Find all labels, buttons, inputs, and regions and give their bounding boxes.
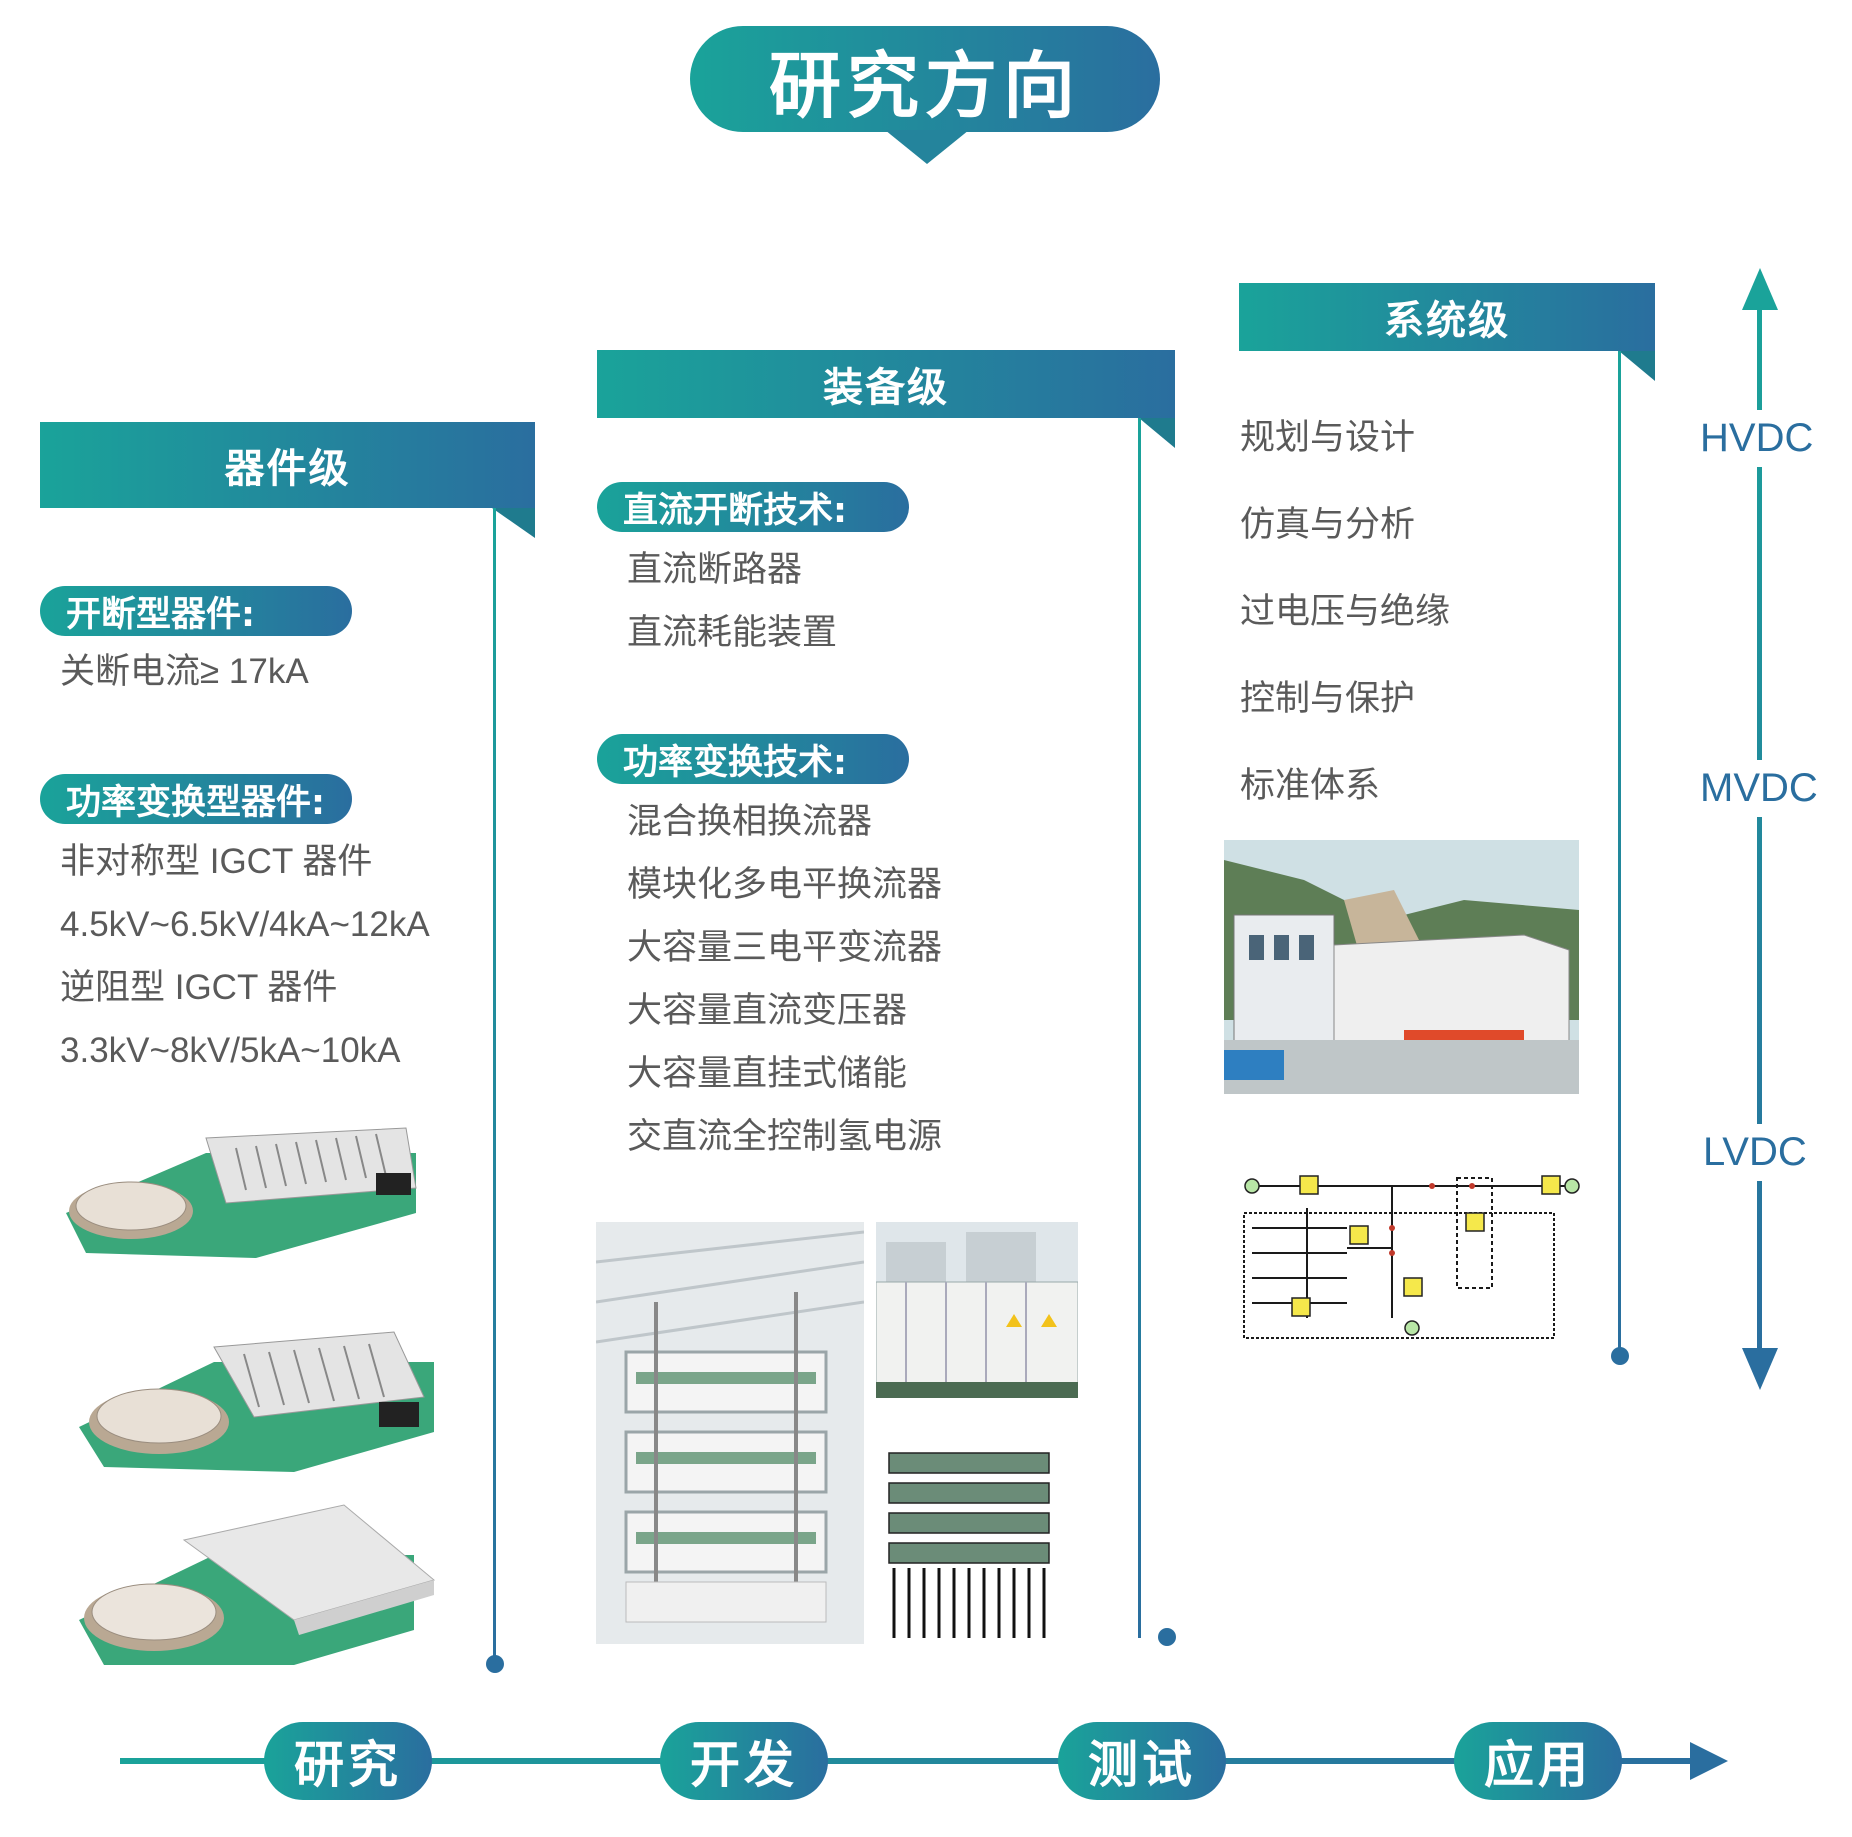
device-breaking-item-0: 关断电流≥ 17kA (60, 652, 309, 691)
stage-flow-line (120, 1758, 1710, 1764)
equipment-conversion-item-4: 大容量直挂式储能 (627, 1054, 908, 1093)
system-single-line-diagram (1232, 1158, 1584, 1353)
system-item-2: 过电压与绝缘 (1240, 592, 1451, 632)
stage-flow-arrow (1690, 1742, 1728, 1780)
pill-dc-breaking: 直流开断技术: (597, 482, 909, 532)
equipment-conversion-item-3: 大容量直流变压器 (627, 991, 908, 1030)
stage-development: 开发 (660, 1722, 828, 1800)
axis-label-hvdc: HVDC (1700, 410, 1814, 467)
equipment-conversion-item-1: 模块化多电平换流器 (627, 865, 943, 904)
converter-valve-photo (596, 1222, 864, 1644)
voltage-axis-up-arrow (1742, 268, 1778, 310)
voltage-axis-line (1757, 300, 1762, 1360)
igct-device-image-2 (79, 1331, 434, 1472)
pill-power-conversion-device: 功率变换型器件: (40, 774, 352, 824)
stage-testing: 测试 (1058, 1722, 1226, 1800)
device-level-line (493, 508, 496, 1658)
equipment-breaking-item-1: 直流耗能装置 (627, 613, 838, 652)
voltage-axis-down-arrow (1742, 1348, 1778, 1390)
converter-module-rack-image (884, 1438, 1060, 1644)
equipment-level-header-fold (1139, 418, 1175, 448)
title-pointer (885, 130, 969, 164)
system-item-3: 控制与保护 (1240, 679, 1416, 719)
equipment-level-dot (1158, 1628, 1176, 1646)
equipment-level-header: 装备级 (597, 350, 1175, 418)
system-level-dot (1611, 1347, 1629, 1365)
device-conversion-item-3: 3.3kV~8kV/5kA~10kA (60, 1031, 401, 1070)
igct-device-image-1 (66, 1127, 417, 1258)
equipment-level-line (1138, 418, 1141, 1638)
device-conversion-item-0: 非对称型 IGCT 器件 (60, 842, 373, 881)
system-item-4: 标准体系 (1240, 766, 1381, 806)
device-level-dot (486, 1655, 504, 1673)
device-level-header-fold (492, 508, 535, 538)
energy-storage-container-photo (876, 1222, 1078, 1398)
equipment-conversion-item-5: 交直流全控制氢电源 (627, 1117, 943, 1156)
pill-breaking-device: 开断型器件: (40, 586, 352, 636)
equipment-breaking-item-0: 直流断路器 (627, 550, 803, 589)
device-conversion-item-2: 逆阻型 IGCT 器件 (60, 968, 338, 1007)
device-level-header: 器件级 (40, 422, 535, 508)
device-conversion-item-1: 4.5kV~6.5kV/4kA~12kA (60, 905, 430, 944)
axis-label-mvdc: MVDC (1700, 760, 1818, 817)
converter-station-photo (1224, 840, 1579, 1094)
page-title: 研究方向 (690, 26, 1160, 132)
system-item-0: 规划与设计 (1240, 418, 1416, 458)
system-level-line (1618, 351, 1621, 1351)
igct-device-image-3 (79, 1504, 436, 1665)
equipment-conversion-item-2: 大容量三电平变流器 (627, 928, 943, 967)
system-level-header-fold (1619, 351, 1655, 381)
pill-power-conversion: 功率变换技术: (597, 734, 909, 784)
axis-label-lvdc: LVDC (1703, 1124, 1807, 1181)
stage-research: 研究 (264, 1722, 432, 1800)
stage-application: 应用 (1454, 1722, 1622, 1800)
system-item-1: 仿真与分析 (1240, 505, 1416, 545)
equipment-conversion-item-0: 混合换相换流器 (627, 802, 873, 841)
system-level-header: 系统级 (1239, 283, 1655, 351)
